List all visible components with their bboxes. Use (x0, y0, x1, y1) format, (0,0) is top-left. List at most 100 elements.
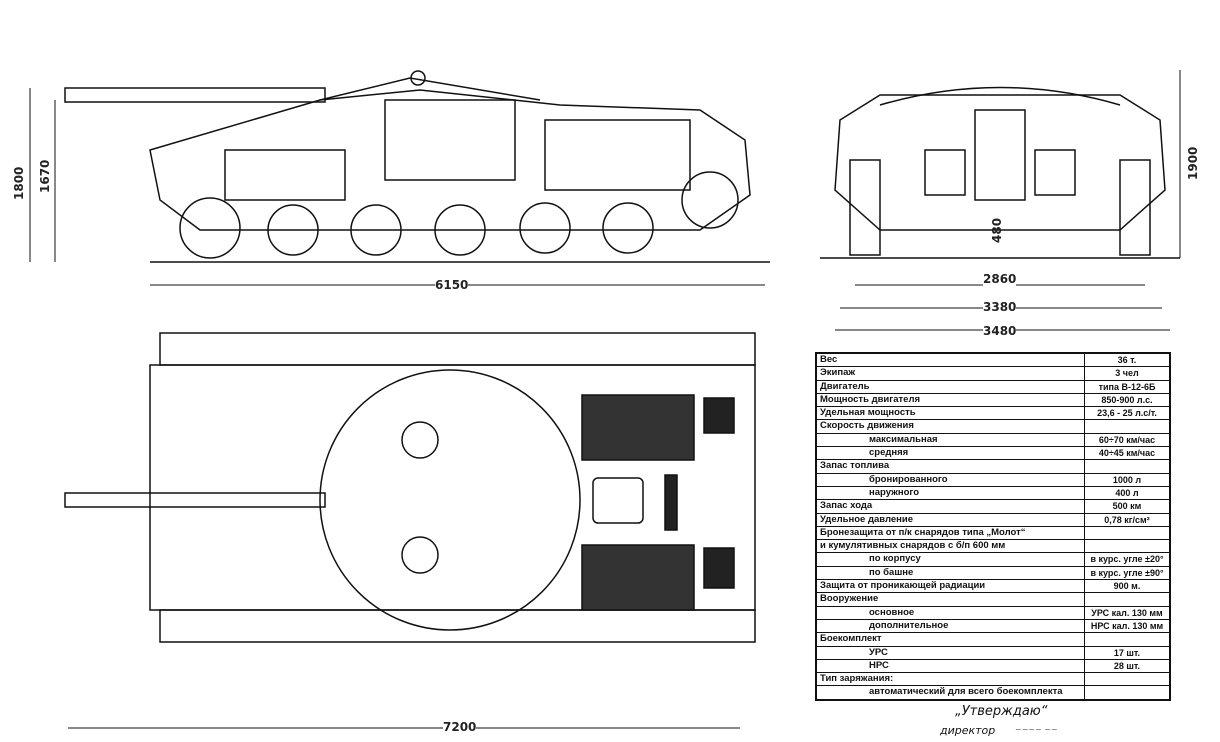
spec-value (1085, 420, 1169, 432)
spec-row: Двигатель типа В-12-6Б (817, 380, 1169, 394)
spec-value: 17 шт. (1113, 647, 1141, 658)
spec-label: Тип заряжания: (817, 673, 1085, 686)
spec-value: 36 т. (1117, 355, 1137, 365)
spec-label: бронированного (817, 473, 1085, 486)
spec-label: автоматический для всего боекомплекта (817, 686, 1085, 699)
spec-value (1085, 593, 1169, 605)
spec-value: 0,78 кг/см² (1104, 514, 1150, 525)
hull-side (149, 89, 751, 231)
spec-label: Скорость движения (817, 420, 1085, 433)
gun-top (64, 492, 326, 508)
grille (703, 547, 735, 589)
spec-value: 400 л (1115, 487, 1139, 498)
dim-height-hull: 1670 (38, 159, 52, 193)
spec-label: по корпусу (817, 553, 1085, 566)
spec-label: Вооружение (817, 593, 1085, 606)
wheel (602, 202, 654, 254)
vent (664, 474, 678, 531)
engine-bay (544, 119, 691, 191)
spec-row: УРС 17 шт. (817, 646, 1169, 660)
spec-row: дополнительное НРС кал. 130 мм (817, 619, 1169, 634)
dim-front-height: 1900 (1186, 146, 1200, 180)
spec-value: 850-900 л.с. (1101, 394, 1153, 405)
approval-role: директор (940, 724, 996, 737)
wheel (519, 202, 571, 254)
spec-label: максимальная (817, 433, 1085, 447)
spec-label: Вес (817, 354, 1085, 367)
spec-row: бронированного 1000 л (817, 473, 1169, 487)
spec-row: по корпусу в курс. угле ±20° (817, 553, 1169, 567)
spec-row: Запас топлива (817, 460, 1169, 474)
hatch (401, 536, 439, 574)
spec-row: средняя 40÷45 км/час (817, 447, 1169, 461)
spec-row: Защита от проникающей радиации 900 м. (817, 580, 1169, 594)
spec-value (1085, 686, 1169, 698)
spec-row: Бронезащита от п/к снарядов типа „Молот“ (817, 526, 1169, 541)
side-view (29, 70, 770, 286)
spec-label: средняя (817, 447, 1085, 460)
hull-front (834, 94, 1166, 231)
grille (581, 394, 695, 461)
seat (1034, 149, 1076, 196)
spec-label: основное (817, 606, 1085, 619)
spec-value: УРС кал. 130 мм (1091, 607, 1163, 618)
spec-label: УРС (817, 646, 1085, 659)
front-view (820, 70, 1181, 331)
dim-side-length: 6150 (435, 278, 469, 292)
spec-label: дополнительное (817, 619, 1085, 633)
spec-value: НРС кал. 130 мм (1090, 620, 1164, 631)
spec-label: Удельное давление (817, 513, 1085, 526)
spec-label: Бронезащита от п/к снарядов типа „Молот“ (817, 526, 1085, 540)
spec-value: 900 м. (1113, 581, 1141, 592)
spec-row: основное УРС кал. 130 мм (817, 606, 1169, 620)
spec-value: в курс. угле ±20° (1090, 554, 1164, 565)
spec-value: 500 км (1112, 501, 1142, 512)
spec-value: в курс. угле ±90° (1090, 567, 1164, 578)
spec-label: и кумулятивных снарядов с б/п 600 мм (817, 540, 1085, 553)
spec-value: 1000 л (1112, 474, 1142, 485)
spec-value: 28 шт. (1113, 660, 1141, 671)
spec-value: 40÷45 км/час (1098, 448, 1156, 459)
spec-value (1085, 460, 1169, 472)
spec-value: 3 чел (1115, 368, 1139, 379)
seat (924, 149, 966, 196)
dim-overall-width: 3480 (983, 324, 1017, 338)
spec-label: Удельная мощность (817, 407, 1085, 420)
spec-row: автоматический для всего боекомплекта (817, 686, 1169, 699)
spec-label: НРС (817, 659, 1085, 673)
spec-label: Защита от проникающей радиации (817, 580, 1085, 593)
spec-row: Вооружение (817, 593, 1169, 607)
approval-signature: ~~~~ ~~ (1015, 725, 1058, 734)
spec-value (1085, 527, 1169, 539)
track (1119, 159, 1151, 256)
hatch (401, 421, 439, 459)
wheel (434, 204, 486, 256)
spec-row: и кумулятивных снарядов с б/п 600 мм (817, 540, 1169, 554)
wheel (267, 204, 319, 256)
cupola (410, 70, 426, 86)
approval-title: „Утверждаю“ (955, 704, 1048, 719)
dim-height-total: 1800 (12, 166, 26, 200)
dim-track-inner: 2860 (983, 272, 1017, 286)
spec-label: наружного (817, 486, 1085, 500)
spec-value (1085, 633, 1169, 645)
spec-label: Двигатель (817, 380, 1085, 393)
spec-label: Боекомплект (817, 633, 1085, 646)
spec-label: Запас топлива (817, 460, 1085, 473)
spec-value (1085, 673, 1169, 685)
spec-value: типа В-12-6Б (1098, 381, 1156, 392)
spec-value (1085, 540, 1169, 552)
wheel (681, 171, 739, 229)
turret-front (879, 86, 1121, 106)
road-wheels (179, 171, 739, 259)
spec-row: Боекомплект (817, 633, 1169, 647)
dim-track-outer: 3380 (983, 300, 1017, 314)
